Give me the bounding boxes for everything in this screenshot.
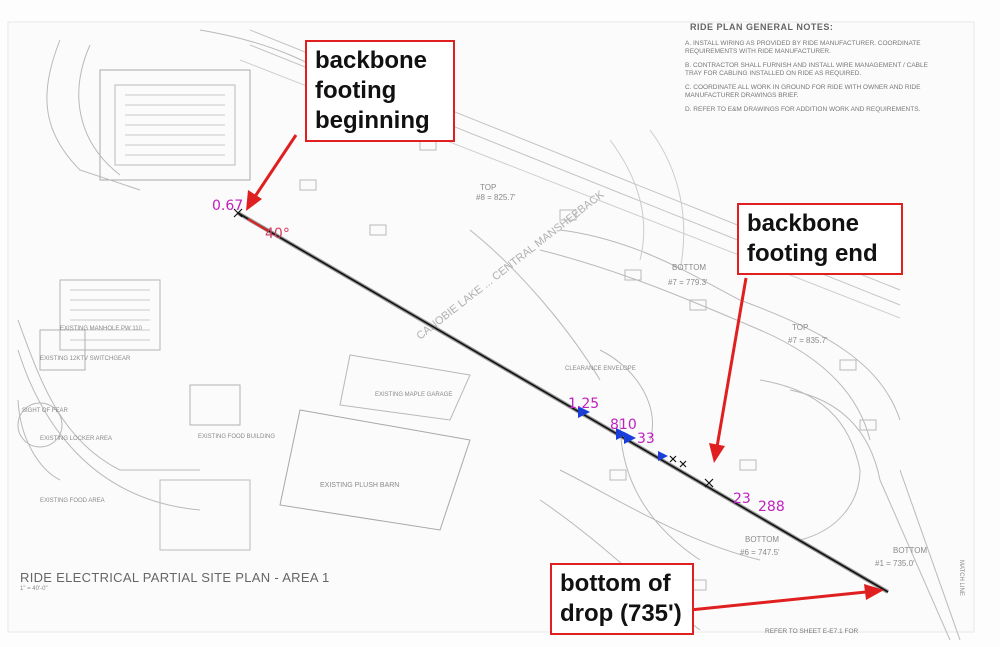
bottom3-label: BOTTOM <box>893 546 927 555</box>
bottom3-elev: #1 = 735.0' <box>875 559 915 568</box>
food-building-label: EXISTING FOOD BUILDING <box>198 434 275 440</box>
plush-barn-label: EXISTING PLUSH BARN <box>320 482 399 489</box>
note-line: TRAY FOR CABLING INSTALLED ON RIDE AS RE… <box>685 70 862 77</box>
measure-5-label: 288 <box>758 499 785 515</box>
start-segment <box>247 218 269 232</box>
callout-line: backbone <box>315 47 428 74</box>
callout-bottom-of-drop: bottom of drop (735') <box>550 563 694 635</box>
arrow-bottom <box>689 590 867 612</box>
measure-3-label: 33 <box>637 431 655 447</box>
locker-area-label: EXISTING LOCKER AREA <box>40 436 112 442</box>
measure-1-label: 1.25 <box>568 396 599 412</box>
measure-4-label: 23 <box>733 491 751 507</box>
sight-of-fear-label: SIGHT OF FEAR <box>22 408 69 414</box>
arrow-beginning-head <box>246 190 262 211</box>
arrow-end-head <box>709 443 725 463</box>
end-marker <box>704 478 714 488</box>
blue-markers <box>578 406 668 461</box>
top1-elev: #8 = 825.7' <box>476 193 516 202</box>
note-line: A. INSTALL WIRING AS PROVIDED BY RIDE MA… <box>685 40 921 47</box>
line-markers <box>233 208 714 488</box>
callout-line: backbone <box>747 210 860 237</box>
garage-label: EXISTING MAPLE GARAGE <box>375 392 452 398</box>
callout-line: drop (735') <box>560 600 682 627</box>
callout-line: footing <box>315 77 397 104</box>
note-line: C. COORDINATE ALL WORK IN GROUND FOR RID… <box>685 84 921 91</box>
start-angle-label: 40° <box>265 226 290 242</box>
callout-line: beginning <box>315 107 430 134</box>
callout-line: bottom of <box>560 570 671 597</box>
bottom1-elev: #7 = 779.3' <box>668 278 708 287</box>
start-point-label: 0.67 <box>212 198 243 214</box>
note-line: D. REFER TO E&M DRAWINGS FOR ADDITION WO… <box>685 106 921 113</box>
bottom2-elev: #6 = 747.5' <box>740 548 780 557</box>
plan-title: RIDE ELECTRICAL PARTIAL SITE PLAN - AREA… <box>20 570 330 585</box>
callout-backbone-footing-beginning: backbone footing beginning <box>305 40 455 142</box>
top1-label: TOP <box>480 183 496 192</box>
notes-title: RIDE PLAN GENERAL NOTES: <box>690 22 834 32</box>
backbone-footing-line <box>237 212 889 593</box>
callout-line: footing end <box>747 240 878 267</box>
clearance-envelope-label: CLEARANCE ENVELOPE <box>565 366 636 372</box>
measure-2-label: 810 <box>610 417 637 433</box>
marker-3 <box>624 432 636 444</box>
note-line: REQUIREMENTS WITH RIDE MANUFACTURER. <box>685 48 831 55</box>
bottom2-label: BOTTOM <box>745 535 779 544</box>
switchgear-label: EXISTING 12KTV SWITCHGEAR <box>40 356 131 362</box>
start-marker <box>233 208 243 218</box>
top2-elev: #7 = 835.7' <box>788 336 828 345</box>
food-area-label: EXISTING FOOD AREA <box>40 498 105 504</box>
arrow-beginning <box>252 134 298 199</box>
marker-1 <box>578 406 590 418</box>
arrow-bottom-head <box>864 584 884 600</box>
marker-2 <box>616 428 628 440</box>
top2-label: TOP <box>792 323 808 332</box>
plan-scale: 1" = 40'-0" <box>20 586 48 592</box>
manhole-label: EXISTING MANHOLE PW 110 <box>60 326 143 332</box>
match-line-note: MATCH LINE <box>958 560 964 596</box>
note-line: MANUFACTURER DRAWINGS BRIEF. <box>685 92 799 99</box>
bottom1-label: BOTTOM <box>672 263 706 272</box>
marker-4 <box>658 451 668 461</box>
note-line: B. CONTRACTOR SHALL FURNISH AND INSTALL … <box>685 62 928 69</box>
callout-backbone-footing-end: backbone footing end <box>737 203 903 275</box>
callout-arrows <box>246 134 884 612</box>
ref-sheet-note: REFER TO SHEET E-E7.1 FOR <box>765 628 859 635</box>
arrow-end <box>715 277 748 448</box>
